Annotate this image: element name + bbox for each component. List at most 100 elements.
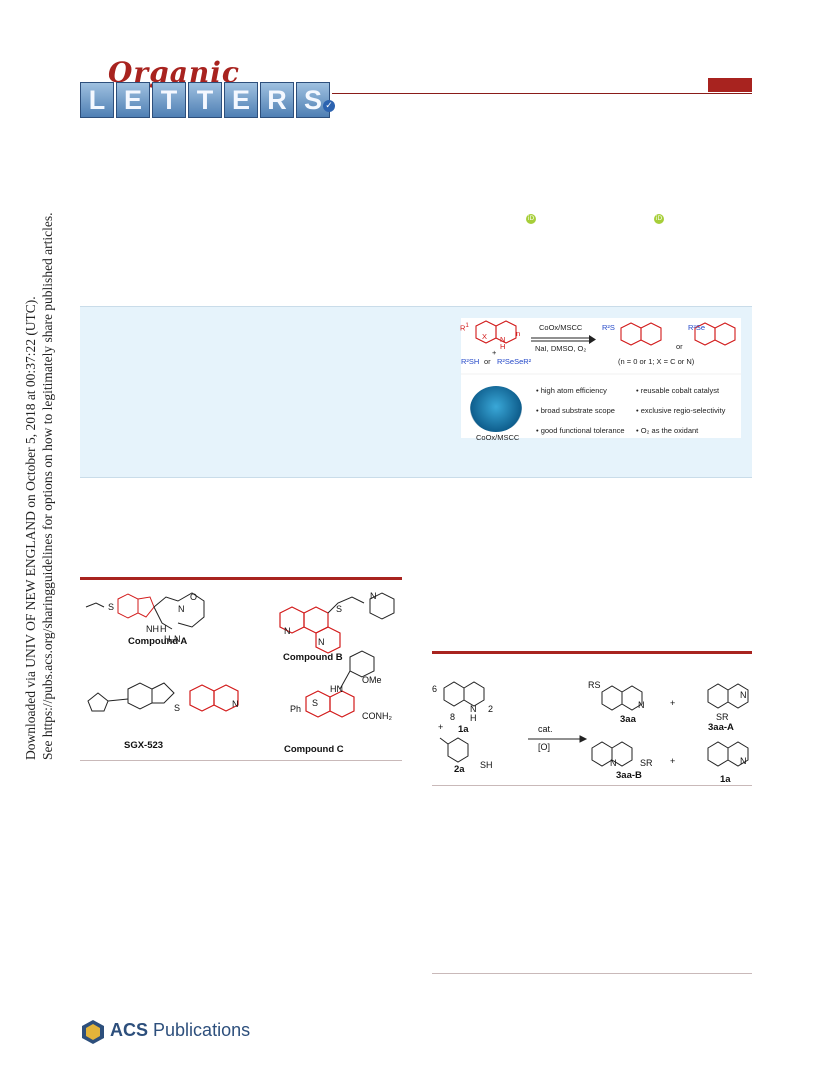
compound-label: SGX-523 [124, 740, 164, 751]
orcid-icon[interactable]: iD [526, 214, 536, 224]
atom-label: HN [330, 684, 343, 694]
download-notice-line: Downloaded via UNIV OF NEW ENGLAND on Oc… [23, 296, 38, 760]
plus-sign: + [438, 722, 444, 732]
scheme1-drawing [439, 681, 749, 767]
atom-label: H [470, 713, 477, 723]
feature-bullet: • good functional tolerance [536, 426, 625, 435]
catalyst-label: CoOx/MSCC [539, 323, 583, 332]
ring-h-label: H [500, 342, 506, 351]
figure1-top-rule [80, 577, 402, 580]
logo-letter: E [224, 82, 258, 118]
check-badge-icon: ✓ [323, 100, 335, 112]
orcid-icon[interactable]: iD [654, 214, 664, 224]
ring-nh-label: N [500, 335, 506, 344]
compound-label: Compound A [128, 636, 188, 647]
compound-label: 2a [454, 764, 465, 775]
publisher-name: ACS Publications [110, 1020, 251, 1040]
feature-bullet: • O₂ as the oxidant [636, 426, 699, 435]
figure1-bottom-rule [80, 760, 402, 761]
download-notice-line: See https://pubs.acs.org/sharingguidelin… [40, 212, 55, 760]
position-label: 2 [488, 704, 494, 714]
sphere-label: CoOx/MSCC [476, 433, 520, 442]
atom-label: N [284, 626, 291, 636]
atom-label: N [740, 690, 747, 700]
logo-letter: T [188, 82, 222, 118]
diselenide-label: R²SeSeR² [497, 357, 532, 366]
logo-letter: E [116, 82, 150, 118]
compound-label: Compound C [284, 744, 344, 755]
scope-note: (n = 0 or 1; X = C or N) [618, 357, 695, 366]
scheme1-top-rule [432, 651, 752, 654]
journal-logo: Organic L E T T E R S ✓ [80, 56, 335, 120]
atom-label: S [336, 604, 343, 614]
atom-label: S [108, 602, 115, 612]
sgx523-quinoline [189, 684, 239, 712]
or-label: or [484, 357, 491, 366]
header-tab [708, 78, 752, 92]
reaction-arrow [531, 335, 596, 344]
compound-c-quinoline [305, 690, 355, 718]
atom-label: N [370, 591, 377, 601]
atom-label: N [638, 700, 645, 710]
compound-b-sidechain [327, 592, 395, 620]
figure1-drawing [85, 592, 395, 718]
atom-label: H [160, 624, 167, 634]
atom-label: N [610, 758, 617, 768]
compound-label: 3aa-B [616, 770, 642, 781]
atom-label: OMe [362, 675, 382, 685]
rs-group: RS [588, 680, 601, 690]
scheme1-structures [432, 660, 752, 782]
scheme1-rings [439, 681, 749, 767]
compound-label: 1a [720, 774, 731, 785]
logo-letters: L E T T E R S [80, 82, 330, 118]
feature-bullet: • high atom efficiency [536, 386, 607, 395]
atom-label: N [740, 756, 747, 766]
product-s-label: R²S [602, 323, 615, 332]
toc-scheme-drawing [461, 320, 741, 375]
product-se-label: R²Se [688, 323, 706, 332]
feature-bullet: • reusable cobalt catalyst [636, 386, 720, 395]
compound-c-aryl [339, 650, 375, 690]
compound-a-structure [85, 592, 205, 630]
feature-bullet: • broad substrate scope [536, 406, 615, 415]
feature-bullet: • exclusive regio-selectivity [636, 406, 726, 415]
product-or-label: or [676, 342, 683, 351]
atom-label: S [174, 703, 181, 713]
logo-letter: R [260, 82, 294, 118]
logo-letter: S [296, 82, 330, 118]
compound-label: 1a [458, 724, 469, 735]
download-notice: Downloaded via UNIV OF NEW ENGLAND on Oc… [22, 80, 56, 760]
atom-label: N [178, 604, 185, 614]
atom-label: O [190, 592, 198, 602]
compound-label: 3aa [620, 714, 636, 725]
compound-b-structure [279, 606, 341, 654]
arrow-label: [O] [538, 742, 551, 752]
sr-group: SR [716, 712, 729, 722]
scheme1-bottom-rule [432, 785, 752, 786]
plus-sign: + [492, 348, 497, 357]
sr-group: SR [640, 758, 653, 768]
reactant-rings [475, 320, 517, 344]
atom-label: H₂N [164, 634, 181, 644]
thiol-group: SH [480, 760, 493, 770]
plus-sign: + [670, 698, 676, 708]
logo-letter: L [80, 82, 114, 118]
compound-label: 3aa-A [708, 722, 734, 733]
atom-label: N [232, 699, 239, 709]
product-rings [620, 322, 736, 346]
r1-label: R1 [460, 322, 469, 333]
atom-label: Ph [290, 704, 302, 714]
position-label: 6 [432, 684, 438, 694]
atom-label: N [318, 637, 325, 647]
atom-label: NH [146, 624, 159, 634]
compound-label: Compound B [283, 652, 343, 663]
thiol-label: R²SH [461, 357, 480, 366]
table-bottom-rule [432, 973, 752, 974]
figure1-structures [80, 583, 402, 758]
catalyst-sphere-icon [470, 386, 522, 432]
ring-n-subscript: n [516, 329, 521, 338]
ring-x-label: X [482, 332, 488, 341]
conditions-label: NaI, DMSO, O₂ [535, 344, 587, 353]
atom-label: N [470, 704, 477, 714]
atom-label: S [312, 698, 319, 708]
